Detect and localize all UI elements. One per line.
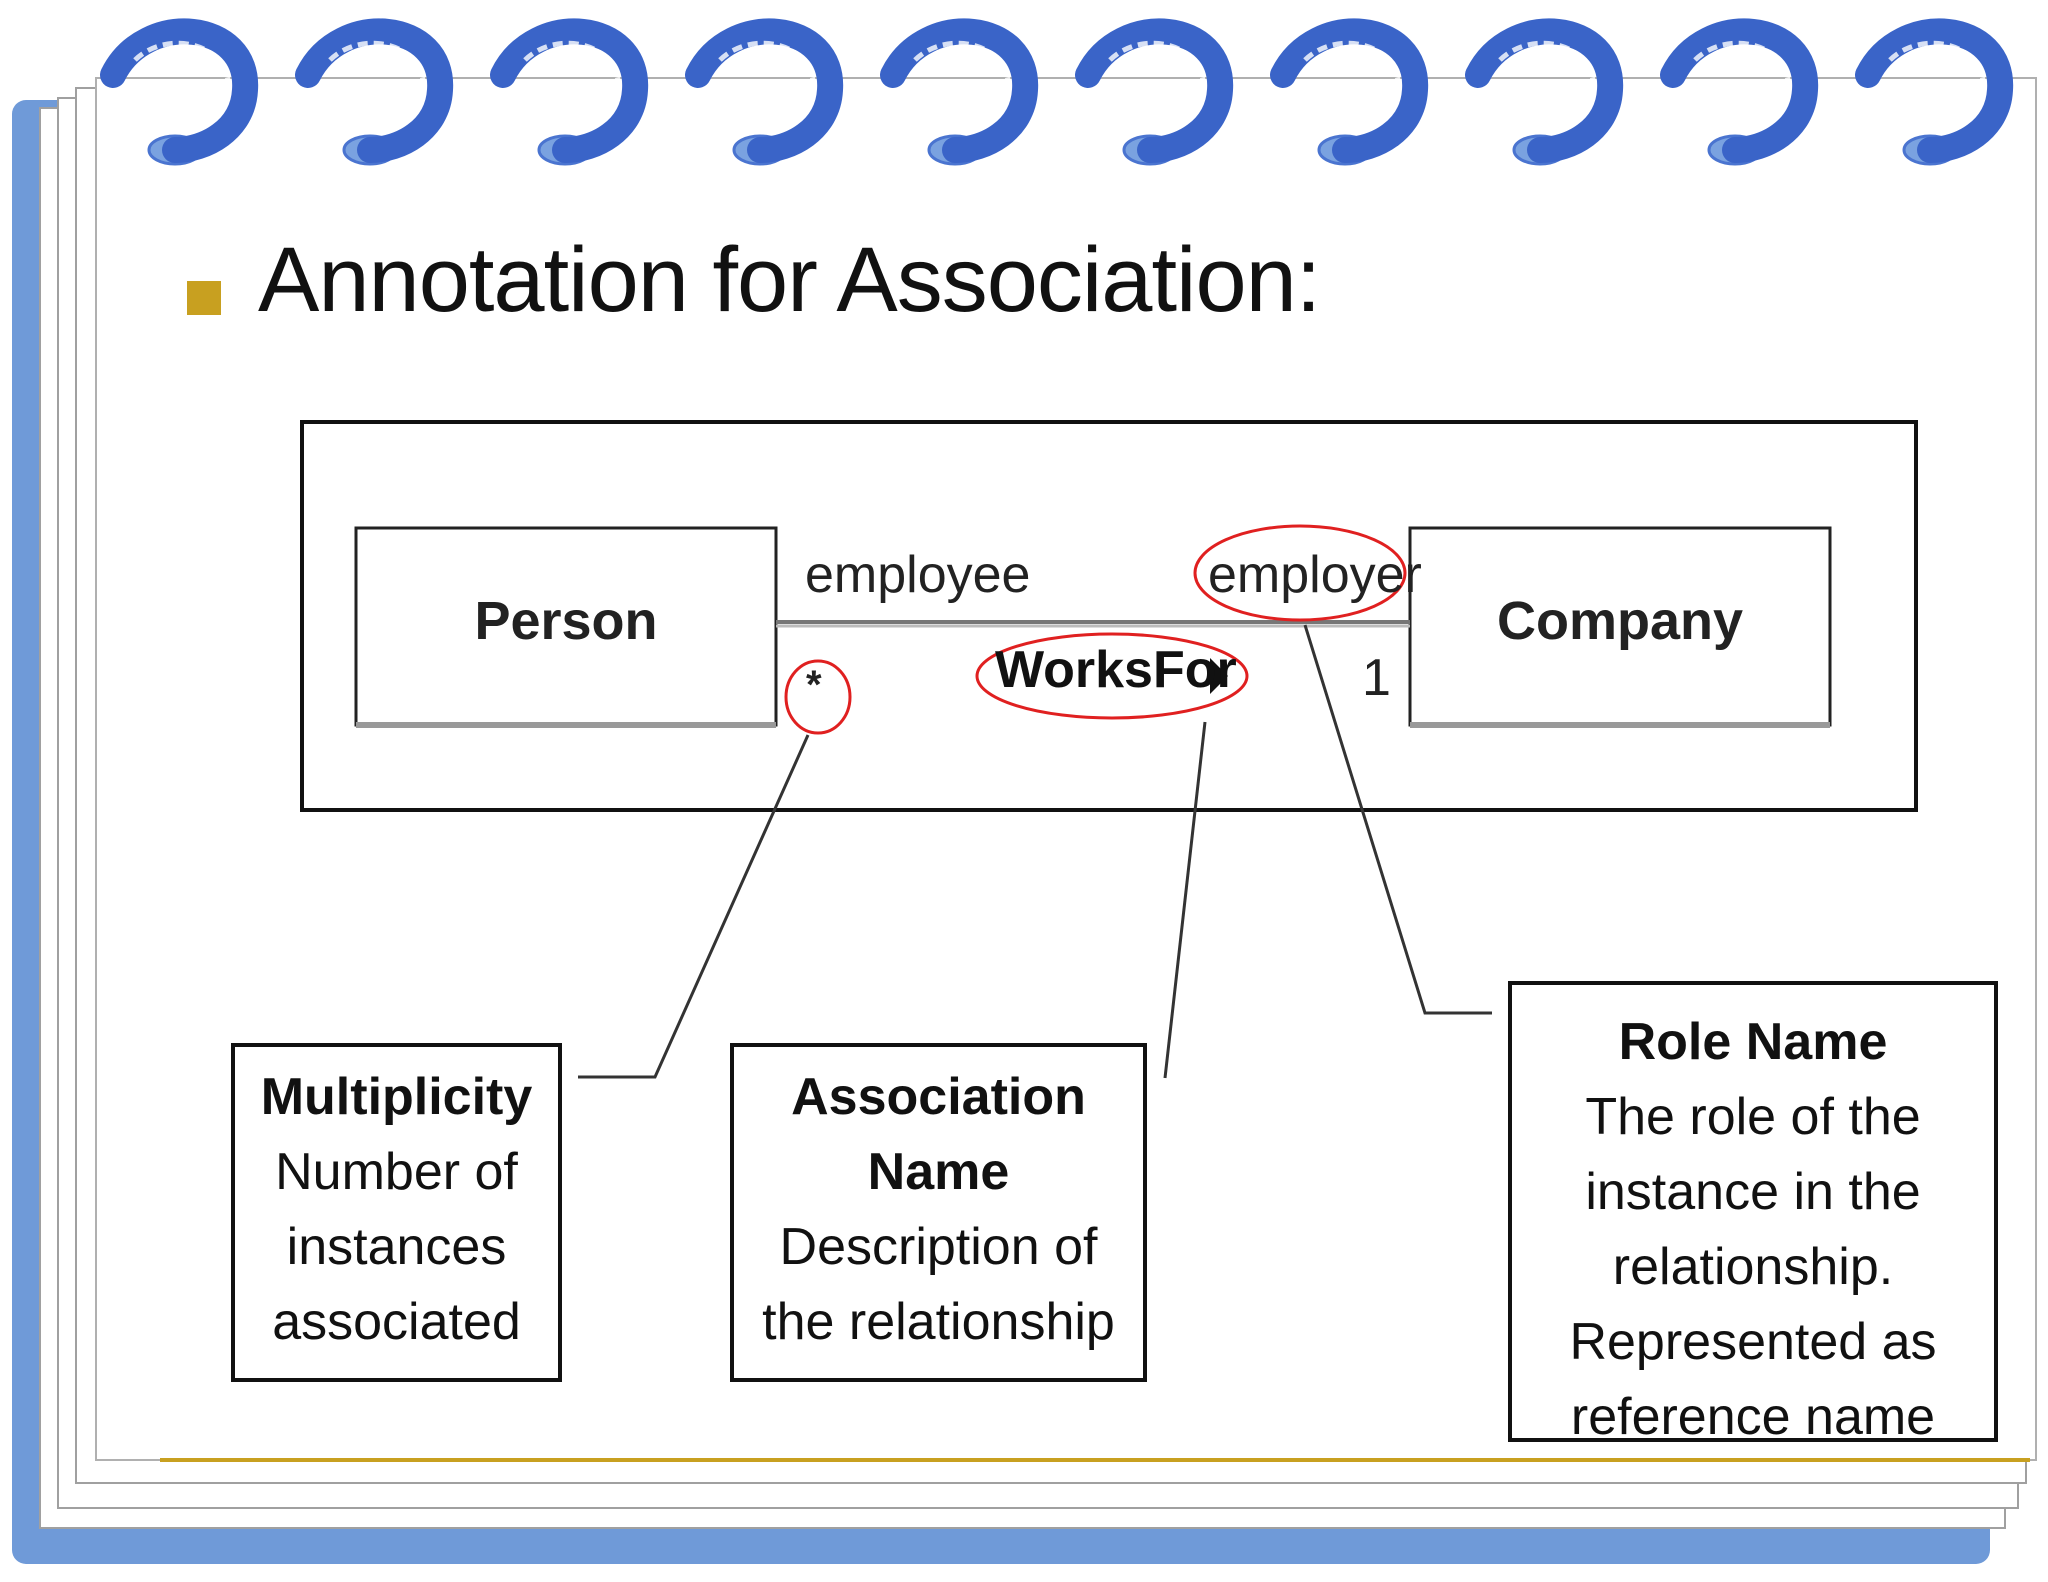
- binder-ring-icon: [100, 18, 259, 166]
- binder-ring-icon: [1270, 18, 1429, 166]
- binder-ring-icon: [685, 18, 844, 166]
- association-callout: Association Name Description of the rela…: [732, 1060, 1145, 1360]
- multiplicity-right-label: 1: [1362, 649, 1391, 707]
- association-name-highlight: [975, 632, 1249, 720]
- title-bullet: [187, 281, 221, 315]
- role-heading: Role Name: [1618, 1013, 1888, 1071]
- association-leader: [1163, 721, 1207, 1079]
- role-callout-box: [1508, 981, 1998, 1442]
- role-callout: Role Name The role of the instance in th…: [1510, 1005, 1996, 1455]
- binder-ring-icon: [1660, 18, 1819, 166]
- association-callout-box: [730, 1043, 1147, 1382]
- binder-ring-icon: [295, 18, 454, 166]
- role-line-1: The role of the: [1585, 1088, 1921, 1146]
- role-line-3: relationship.: [1612, 1238, 1894, 1296]
- diagram-outer-box: [300, 420, 1918, 812]
- association-name-label: WorksFor: [995, 641, 1237, 699]
- role-line-2: instance in the: [1585, 1163, 1921, 1221]
- role-name-highlight: [1193, 524, 1407, 622]
- role-right-label: employer: [1208, 546, 1422, 604]
- binder-ring-icon: [490, 18, 649, 166]
- role-leader: [1303, 624, 1492, 1015]
- role-left-label: employee: [805, 546, 1031, 604]
- multiplicity-line-3: associated: [272, 1293, 521, 1351]
- multiplicity-line-1: Number of: [275, 1143, 518, 1201]
- slide-title: Annotation for Association:: [258, 229, 1321, 331]
- association-line-2: the relationship: [762, 1293, 1115, 1351]
- binder-ring-icon: [1465, 18, 1624, 166]
- person-class-label: Person: [474, 591, 658, 651]
- direction-arrow-icon: [1210, 658, 1228, 694]
- multiplicity-leader: [578, 734, 810, 1079]
- association-heading-2: Name: [867, 1143, 1010, 1201]
- multiplicity-callout: Multiplicity Number of instances associa…: [233, 1060, 560, 1360]
- multiplicity-highlight: [784, 659, 852, 735]
- person-class-box: [354, 526, 778, 727]
- binder-ring-icon: [1075, 18, 1234, 166]
- role-line-5: reference name: [1570, 1388, 1936, 1446]
- multiplicity-heading: Multiplicity: [260, 1068, 533, 1126]
- multiplicity-left-label: *: [806, 663, 822, 707]
- binder-ring-icon: [880, 18, 1039, 166]
- binder-ring-icon: [1855, 18, 2014, 166]
- association-heading-1: Association: [791, 1068, 1086, 1126]
- company-class-label: Company: [1496, 591, 1744, 651]
- multiplicity-line-2: instances: [286, 1218, 507, 1276]
- role-line-4: Represented as: [1569, 1313, 1937, 1371]
- association-line-1: Description of: [779, 1218, 1098, 1276]
- multiplicity-callout-box: [231, 1043, 562, 1382]
